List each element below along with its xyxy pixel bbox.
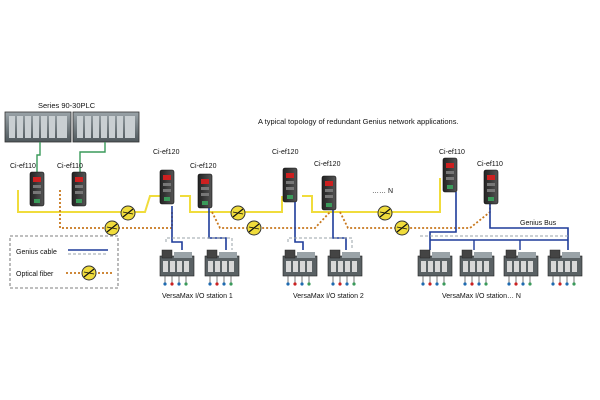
node-label-plc-a1: Ci-ef110 (10, 163, 36, 170)
legend (9, 235, 119, 289)
node-label-sn-b: Ci-ef110 (477, 161, 503, 168)
plc-genius-cable-b (79, 142, 106, 172)
fiber-coupler-5 (377, 205, 393, 221)
converter-sn-b (483, 169, 499, 205)
converter-s1-b (197, 173, 213, 209)
node-label-s1-a: Ci-ef120 (153, 149, 180, 156)
fiber-orange-seg3 (339, 200, 491, 229)
node-label-s2-b: Ci-ef120 (314, 161, 341, 168)
legend-coupler-icon (81, 265, 97, 281)
converter-s2-a (282, 167, 298, 203)
legend-label-cable: Genius cable (16, 249, 57, 256)
fiber-coupler-2 (104, 220, 120, 236)
plc-rack-right (72, 111, 140, 143)
plc-genius-cable-a (36, 142, 41, 172)
fiber-yellow-seg3 (302, 178, 441, 213)
ellipsis-label: …… N (372, 188, 393, 195)
station-label-2: VersaMax I/O station 2 (293, 293, 364, 300)
fiber-orange-seg1 (59, 190, 173, 229)
fiber-orange-seg2 (211, 211, 331, 229)
node-label-sn-a: Ci-ef110 (439, 149, 465, 156)
node-label-s1-b: Ci-ef120 (190, 163, 217, 170)
converter-plc-a2 (71, 171, 87, 207)
io-station-n (417, 249, 583, 287)
station-label-1: VersaMax I/O station 1 (162, 293, 233, 300)
station-label-n: VersaMax I/O station… N (442, 293, 521, 300)
converter-plc-a1 (29, 171, 45, 207)
fiber-coupler-4 (246, 220, 262, 236)
plc-label: Series 90-30PLC (38, 101, 96, 110)
node-label-plc-a2: Ci-ef110 (57, 163, 83, 170)
converter-s2-b (321, 175, 337, 211)
fiber-coupler-6 (394, 220, 410, 236)
fiber-yellow-seg1 (17, 190, 160, 213)
fiber-coupler-3 (230, 205, 246, 221)
legend-label-fiber: Optical fiber (16, 271, 54, 278)
genius-bus-label: Genius Bus (520, 220, 557, 227)
node-label-s2-a: Ci-ef120 (272, 149, 299, 156)
legend-box (9, 235, 119, 289)
converter-s1-a (159, 169, 175, 205)
fiber-coupler-1 (120, 205, 136, 221)
io-station-1 (159, 249, 240, 287)
io-station-2 (282, 249, 363, 287)
converter-sn-a (442, 157, 458, 193)
fiber-yellow-seg2 (180, 195, 283, 213)
plc-rack-left (4, 111, 72, 143)
diagram-caption: A typical topology of redundant Genius n… (258, 117, 459, 126)
